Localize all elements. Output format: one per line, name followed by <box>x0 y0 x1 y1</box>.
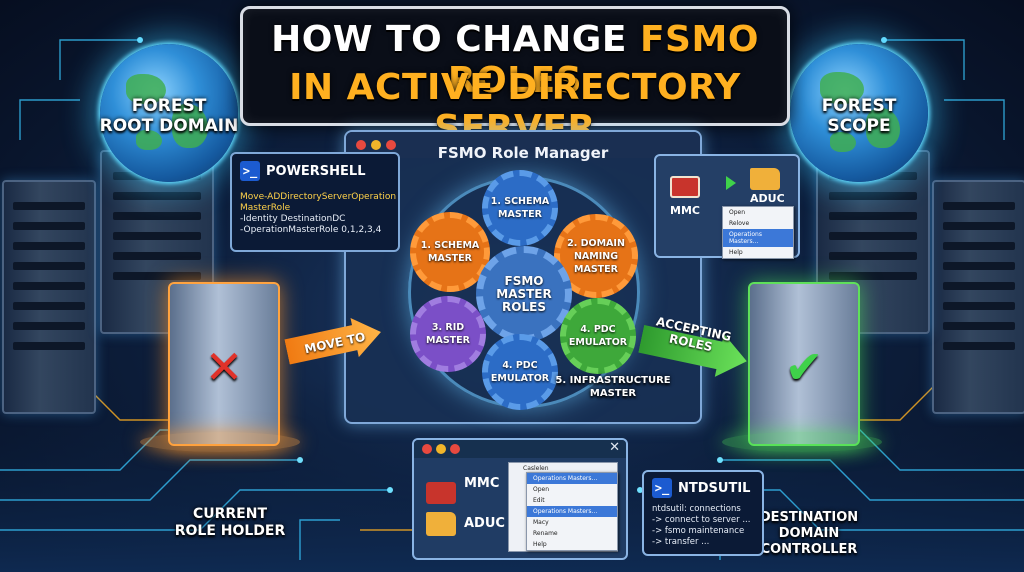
bottom-menu-rename[interactable]: Rename <box>533 530 558 537</box>
mmc-toolbox-icon <box>670 176 700 198</box>
ntdsutil-header: >_ NTDSUTIL <box>652 477 750 499</box>
bottom-menu-help[interactable]: Help <box>533 541 547 548</box>
powershell-command[interactable]: Move-ADDirectoryServerOperation MasterRo… <box>240 192 397 235</box>
context-menu-top: Open Relove Operations Masters... Help <box>722 206 794 259</box>
aduc-folder-icon-bottom <box>426 512 456 536</box>
window-title: FSMO Role Manager <box>437 144 609 162</box>
menu-item-open[interactable]: Open <box>729 209 746 216</box>
window-title-bar <box>346 132 700 158</box>
ntdsutil-commands[interactable]: ntdsutil: connections -> connect to serv… <box>652 504 751 547</box>
bottom-menu-macy[interactable]: Macy <box>533 519 549 526</box>
mmc-label-top: MMC <box>670 204 700 217</box>
menu-item-relove[interactable]: Relove <box>729 220 750 227</box>
aduc-label-top: ADUC <box>750 192 785 205</box>
mmc-aduc-panel-top: MMC ADUC Open Relove Operations Masters.… <box>654 154 800 259</box>
success-check-icon: ✔ <box>784 340 824 394</box>
title-banner: HOW TO CHANGE FSMO ROLES IN ACTIVE DIREC… <box>240 6 790 149</box>
right-globe-icon <box>790 44 928 182</box>
window-close-dot[interactable] <box>356 140 366 150</box>
menu-item-operations-masters[interactable]: Operations Masters... <box>723 229 793 247</box>
ntdsutil-icon: >_ <box>652 478 672 498</box>
menu-item-help[interactable]: Help <box>729 249 743 256</box>
bottom-window-dot-1[interactable] <box>422 444 432 454</box>
window-maximize-dot[interactable] <box>386 140 396 150</box>
bottom-window-dot-2[interactable] <box>436 444 446 454</box>
bottom-window-dot-3[interactable] <box>450 444 460 454</box>
context-menu-bottom: Operations Masters... Open Edit Operatio… <box>526 472 618 551</box>
title-line-1: HOW TO CHANGE FSMO ROLES <box>271 19 759 101</box>
powershell-icon: >_ <box>240 161 260 181</box>
mmc-toolbox-icon-bottom <box>426 482 456 504</box>
aduc-label-bottom: ADUC <box>464 516 505 531</box>
mmc-aduc-window-bottom: ✕ MMC ADUC Caslelen Operations Masters..… <box>412 438 628 560</box>
destination-dc-server[interactable]: ✔ <box>748 282 860 446</box>
error-x-icon: ✕ <box>204 340 244 394</box>
ntdsutil-title: NTDSUTIL <box>678 480 751 496</box>
current-role-holder-server[interactable]: ✕ <box>168 282 280 446</box>
folder-icon <box>750 168 780 190</box>
powershell-panel: >_ POWERSHELL Move-ADDirectoryServerOper… <box>230 152 400 252</box>
window-minimize-dot[interactable] <box>371 140 381 150</box>
right-server-base <box>722 432 882 452</box>
bottom-menu-edit[interactable]: Edit <box>533 497 545 504</box>
bottom-menu-operations-masters-2[interactable]: Operations Masters... <box>527 506 617 517</box>
ntdsutil-panel: >_ NTDSUTIL ntdsutil: connections -> con… <box>642 470 764 556</box>
background-server-rack-left-1 <box>2 180 96 414</box>
left-server-base <box>140 432 300 452</box>
background-server-rack-right-1 <box>932 180 1024 414</box>
powershell-title: POWERSHELL <box>266 163 366 179</box>
arrow-right-icon <box>726 176 736 190</box>
bottom-menu-operations-masters-1[interactable]: Operations Masters... <box>527 473 617 484</box>
tree-item[interactable]: Caslelen <box>523 465 549 472</box>
mmc-label-bottom: MMC <box>464 476 500 491</box>
bottom-window-title-bar: ✕ <box>414 440 626 458</box>
bottom-menu-open[interactable]: Open <box>533 486 550 493</box>
left-globe-icon <box>100 44 238 182</box>
powershell-header: >_ POWERSHELL <box>240 160 366 182</box>
bottom-window-close-icon[interactable]: ✕ <box>609 440 620 455</box>
